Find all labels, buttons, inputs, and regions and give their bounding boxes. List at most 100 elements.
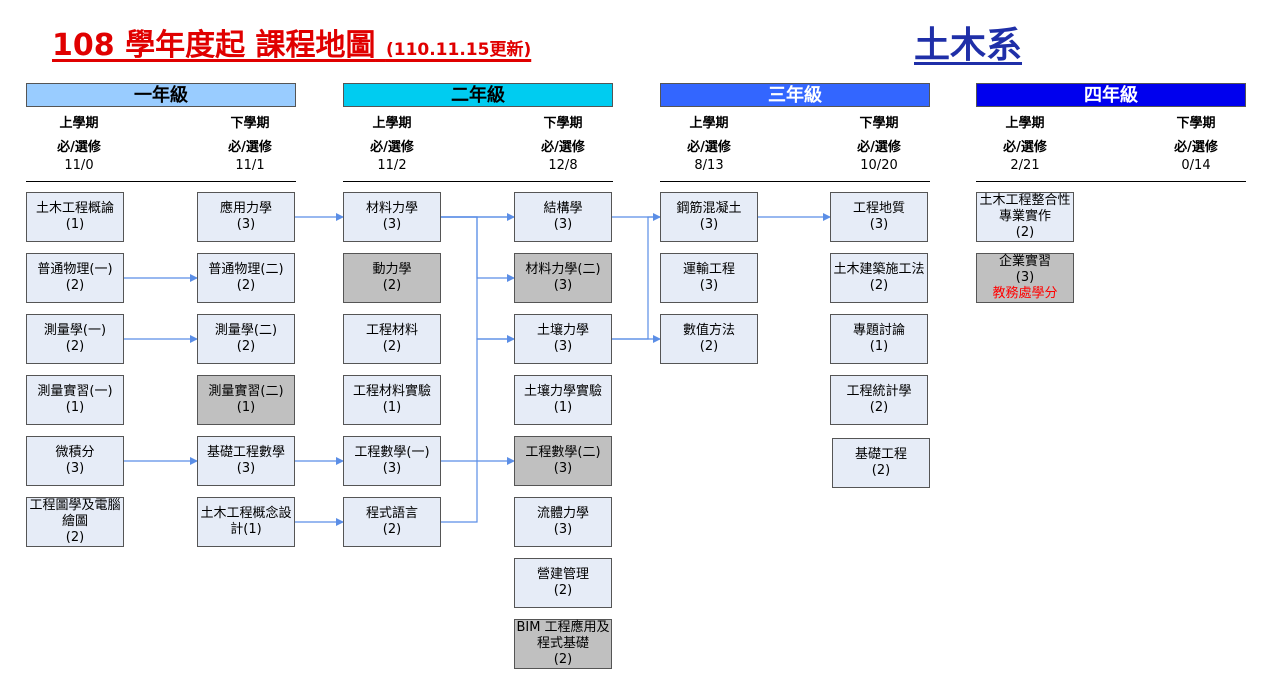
course-box[interactable]: 數值方法(2) — [660, 314, 758, 364]
semester-credits: 11/0 — [64, 158, 94, 173]
course-name: 土木建築施工法 — [833, 262, 925, 277]
course-name: 工程材料 — [365, 323, 418, 338]
course-name: 普通物理(一) — [37, 262, 113, 277]
course-name: 工程地質 — [852, 201, 905, 216]
course-type-label: 必/選修 — [57, 140, 101, 155]
course-box[interactable]: 土木工程概論(1) — [26, 192, 124, 242]
title-date: (110.11.15更新) — [385, 40, 532, 60]
course-box[interactable]: 動力學(2) — [343, 253, 441, 303]
course-box[interactable]: 工程數學(一)(3) — [343, 436, 441, 486]
course-box[interactable]: 流體力學(3) — [514, 497, 612, 547]
page-title: 108 學年度起 課程地圖 (110.11.15更新) — [52, 28, 531, 68]
course-credits: (2) — [236, 278, 256, 293]
section-divider — [343, 181, 613, 182]
course-credits: (1) — [869, 339, 889, 354]
course-box[interactable]: 土壤力學實驗(1) — [514, 375, 612, 425]
course-box[interactable]: 運輸工程(3) — [660, 253, 758, 303]
course-credits: (2) — [65, 339, 85, 354]
course-credits: (2) — [871, 463, 891, 478]
department-name: 土木系 — [914, 25, 1023, 66]
section-divider — [26, 181, 296, 182]
course-name: 土木工程概論 — [35, 201, 114, 216]
course-name: BIM 工程應用及程式基礎 — [516, 620, 610, 651]
course-credits: (3) — [236, 217, 256, 232]
year-header-4: 四年級 — [976, 83, 1246, 107]
semester-name: 上學期 — [372, 116, 412, 131]
course-box[interactable]: 普通物理(一)(2) — [26, 253, 124, 303]
course-name: 測量實習(一) — [37, 384, 113, 399]
semester-name: 下學期 — [859, 116, 899, 131]
course-type-label: 必/選修 — [370, 140, 414, 155]
semester-header: 上學期必/選修 11/0 — [14, 113, 144, 173]
course-box[interactable]: 工程材料(2) — [343, 314, 441, 364]
course-box[interactable]: 工程材料實驗(1) — [343, 375, 441, 425]
course-name: 工程數學(一) — [354, 445, 430, 460]
course-box[interactable]: 土木工程整合性專業實作(2) — [976, 192, 1074, 242]
course-credits: (3) — [236, 461, 256, 476]
course-name: 工程統計學 — [846, 384, 912, 399]
course-name: 測量學(二) — [214, 323, 278, 338]
course-name: 土木工程整合性專業實作 — [979, 193, 1071, 224]
semester-name: 上學期 — [1005, 116, 1045, 131]
course-box[interactable]: 材料力學(3) — [343, 192, 441, 242]
course-credits: (2) — [869, 400, 889, 415]
course-box[interactable]: 企業實習(3)教務處學分 — [976, 253, 1074, 303]
course-name: 工程材料實驗 — [352, 384, 431, 399]
course-box[interactable]: 基礎工程數學(3) — [197, 436, 295, 486]
course-credits: (3) — [553, 339, 573, 354]
course-box[interactable]: 基礎工程(2) — [832, 438, 930, 488]
year-header-3: 三年級 — [660, 83, 930, 107]
course-box[interactable]: 普通物理(二)(2) — [197, 253, 295, 303]
semester-name: 下學期 — [543, 116, 583, 131]
course-credits: (1) — [553, 400, 573, 415]
course-box[interactable]: 結構學(3) — [514, 192, 612, 242]
course-box[interactable]: 土木建築施工法(2) — [830, 253, 928, 303]
course-box[interactable]: 鋼筋混凝土(3) — [660, 192, 758, 242]
course-credits: (2) — [1015, 225, 1035, 240]
course-box[interactable]: 程式語言(2) — [343, 497, 441, 547]
semester-name: 上學期 — [689, 116, 729, 131]
course-name: 動力學 — [372, 262, 412, 277]
semester-name: 上學期 — [59, 116, 99, 131]
course-box[interactable]: 測量學(二)(2) — [197, 314, 295, 364]
course-box[interactable]: 測量實習(一)(1) — [26, 375, 124, 425]
course-type-label: 必/選修 — [541, 140, 585, 155]
course-box[interactable]: 土木工程概念設計(1) — [197, 497, 295, 547]
course-box[interactable]: 應用力學(3) — [197, 192, 295, 242]
course-credits: (3) — [1015, 270, 1035, 285]
section-divider — [976, 181, 1246, 182]
course-type-label: 必/選修 — [1174, 140, 1218, 155]
course-box[interactable]: 工程統計學(2) — [830, 375, 928, 425]
semester-name: 下學期 — [230, 116, 270, 131]
semester-credits: 11/2 — [377, 158, 407, 173]
semester-credits: 8/13 — [694, 158, 724, 173]
course-credits: (3) — [699, 217, 719, 232]
course-type-label: 必/選修 — [228, 140, 272, 155]
course-box[interactable]: 工程數學(二)(3) — [514, 436, 612, 486]
course-box[interactable]: 工程地質(3) — [830, 192, 928, 242]
course-name: 普通物理(二) — [208, 262, 284, 277]
course-box[interactable]: 微積分(3) — [26, 436, 124, 486]
course-name: 程式語言 — [365, 506, 418, 521]
course-box[interactable]: 測量實習(二)(1) — [197, 375, 295, 425]
credit-note: 教務處學分 — [992, 286, 1058, 301]
course-box[interactable]: 土壤力學(3) — [514, 314, 612, 364]
course-credits: (2) — [553, 583, 573, 598]
course-box[interactable]: 營建管理(2) — [514, 558, 612, 608]
course-credits: (2) — [65, 530, 85, 545]
course-box[interactable]: BIM 工程應用及程式基礎(2) — [514, 619, 612, 669]
course-box[interactable]: 專題討論(1) — [830, 314, 928, 364]
course-box[interactable]: 工程圖學及電腦繪圖(2) — [26, 497, 124, 547]
title-main: 108 學年度起 課程地圖 — [52, 28, 376, 63]
course-credits: (3) — [65, 461, 85, 476]
course-credits: (2) — [869, 278, 889, 293]
semester-credits: 0/14 — [1181, 158, 1211, 173]
course-name: 基礎工程數學 — [206, 445, 285, 460]
course-box[interactable]: 測量學(一)(2) — [26, 314, 124, 364]
course-box[interactable]: 材料力學(二)(3) — [514, 253, 612, 303]
course-name: 材料力學 — [365, 201, 418, 216]
course-name: 測量實習(二) — [208, 384, 284, 399]
